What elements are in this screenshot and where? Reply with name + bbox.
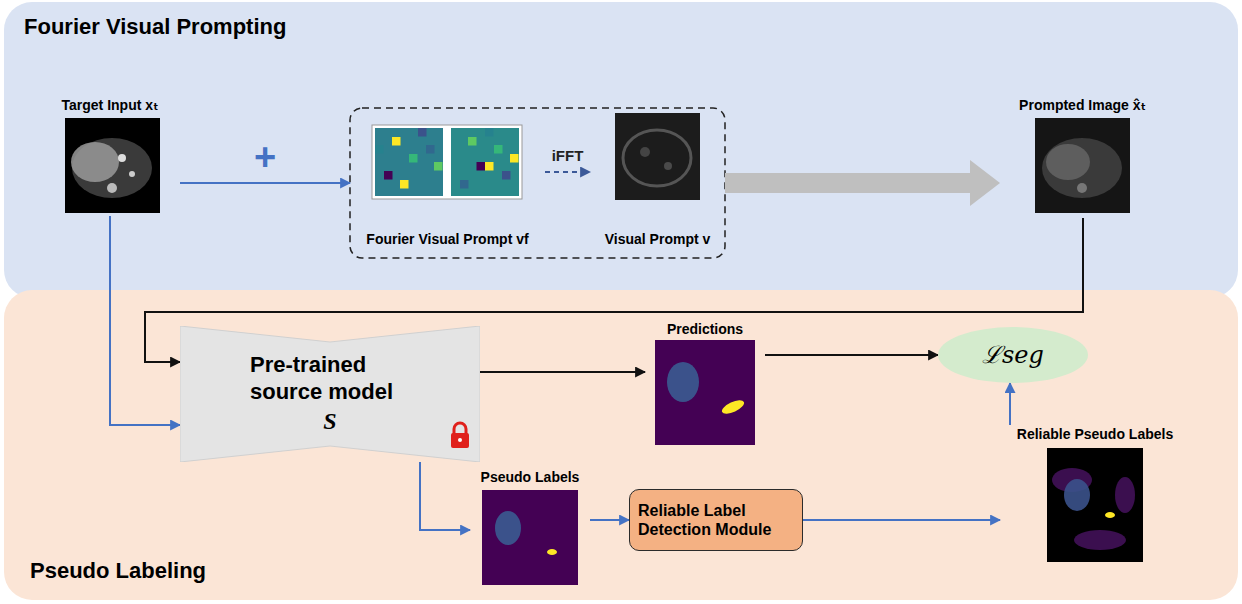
section-title: Pseudo Labeling <box>30 558 206 584</box>
reliable-patch <box>1074 530 1126 550</box>
loss-shape <box>938 327 1088 383</box>
connector-arrow <box>110 216 180 425</box>
connector-arrow <box>765 354 938 356</box>
mri-image <box>65 118 160 213</box>
reliable-label-map <box>1047 448 1143 562</box>
connector-arrow <box>480 371 645 373</box>
heatmap-cell <box>400 180 409 189</box>
reliable-patch <box>1115 477 1135 513</box>
mri-liver <box>71 142 119 182</box>
image-caption: Target Input xₜ <box>62 97 159 114</box>
prediction-map <box>655 340 755 445</box>
section-band: Pseudo Labeling Pre-trained source modelS… <box>4 290 1238 600</box>
heatmap <box>451 128 519 196</box>
heatmap-cell <box>477 162 486 171</box>
organ-mask <box>1064 479 1090 511</box>
heatmap-cell <box>460 180 469 189</box>
image-node: Predictions <box>645 320 765 448</box>
heatmap-cell <box>409 154 418 163</box>
heatmap-cell <box>375 145 384 154</box>
organ-mask <box>1105 512 1115 518</box>
organ-mask <box>720 397 746 416</box>
model-label: Pre-trained source model <box>250 352 410 405</box>
dashed-group-box <box>350 108 725 258</box>
module-label: Reliable Label Detection Module <box>638 501 794 539</box>
pseudo-label-map <box>482 490 578 585</box>
image-caption: Prompted Image x̂ₜ <box>1019 97 1146 114</box>
edge-label: iFFT <box>552 147 584 164</box>
prompted-body <box>1042 138 1122 198</box>
mri-spine <box>107 183 117 193</box>
image-node: Visual Prompt v <box>590 112 725 254</box>
model-block: Pre-trained source modelS <box>180 326 480 462</box>
heatmap-cell <box>392 137 401 146</box>
image-caption: Fourier Visual Prompt vf <box>366 231 528 248</box>
lock-icon <box>451 433 469 448</box>
organ-mask <box>495 511 521 545</box>
heatmap-cell <box>502 171 511 180</box>
loss-ellipse: ℒseg <box>938 327 1088 383</box>
connector-arrow <box>590 519 629 521</box>
prompt-pattern <box>623 130 691 186</box>
connector-arrow <box>803 519 1000 521</box>
mri-body <box>72 138 152 198</box>
image-node: Pseudo Labels <box>470 468 590 588</box>
prompted-liver <box>1046 144 1090 180</box>
prompt-image <box>615 113 700 200</box>
heatmap-cell <box>494 145 503 154</box>
image-caption: Predictions <box>667 321 743 338</box>
prompted-image <box>1035 118 1130 213</box>
image-caption: Reliable Pseudo Labels <box>1017 426 1173 443</box>
lock-keyhole <box>458 438 462 442</box>
lock-shackle <box>454 423 466 434</box>
section-band: Fourier Visual PromptingTarget Input xₜ F… <box>4 2 1238 298</box>
organ-mask <box>547 549 557 555</box>
image-node: Fourier Visual Prompt vf <box>350 112 545 254</box>
process-box: Reliable Label Detection Module <box>629 489 803 551</box>
prompt-pattern <box>664 162 672 170</box>
mri-detail <box>118 154 126 162</box>
connector-arrow <box>145 218 1083 362</box>
model-symbol: S <box>323 407 336 436</box>
heatmap-cell <box>426 145 435 154</box>
image-node: Reliable Pseudo Labels <box>1000 425 1190 570</box>
heatmap-cell <box>485 128 494 137</box>
prompted-spine <box>1077 183 1087 193</box>
mri-detail <box>129 171 135 177</box>
section-title: Fourier Visual Prompting <box>24 14 286 40</box>
reliable-patch <box>1052 468 1092 492</box>
image-caption: Visual Prompt v <box>605 231 711 248</box>
heatmap-cell <box>468 137 477 146</box>
heatmap-cell <box>418 128 427 137</box>
image-node: Target Input xₜ <box>40 96 180 216</box>
heatmap-cell <box>510 154 519 163</box>
heatmap <box>375 128 443 196</box>
heatmap-cell <box>485 162 494 171</box>
connector-arrow <box>420 462 470 530</box>
organ-mask <box>667 362 699 402</box>
heatmap-frame <box>372 125 522 199</box>
connector-arrow <box>180 182 350 184</box>
loss-label: ℒseg <box>982 342 1044 368</box>
heatmap-cell <box>384 171 393 180</box>
image-caption: Pseudo Labels <box>481 469 580 486</box>
heatmap-cell <box>434 162 443 171</box>
connector-arrow <box>725 173 978 193</box>
prompt-pattern <box>640 147 650 157</box>
edge-label: + <box>254 136 276 179</box>
connector-arrow <box>1009 383 1011 425</box>
image-node: Prompted Image x̂ₜ <box>1000 96 1165 218</box>
connector-arrow <box>545 171 590 173</box>
model-shape <box>180 326 480 462</box>
